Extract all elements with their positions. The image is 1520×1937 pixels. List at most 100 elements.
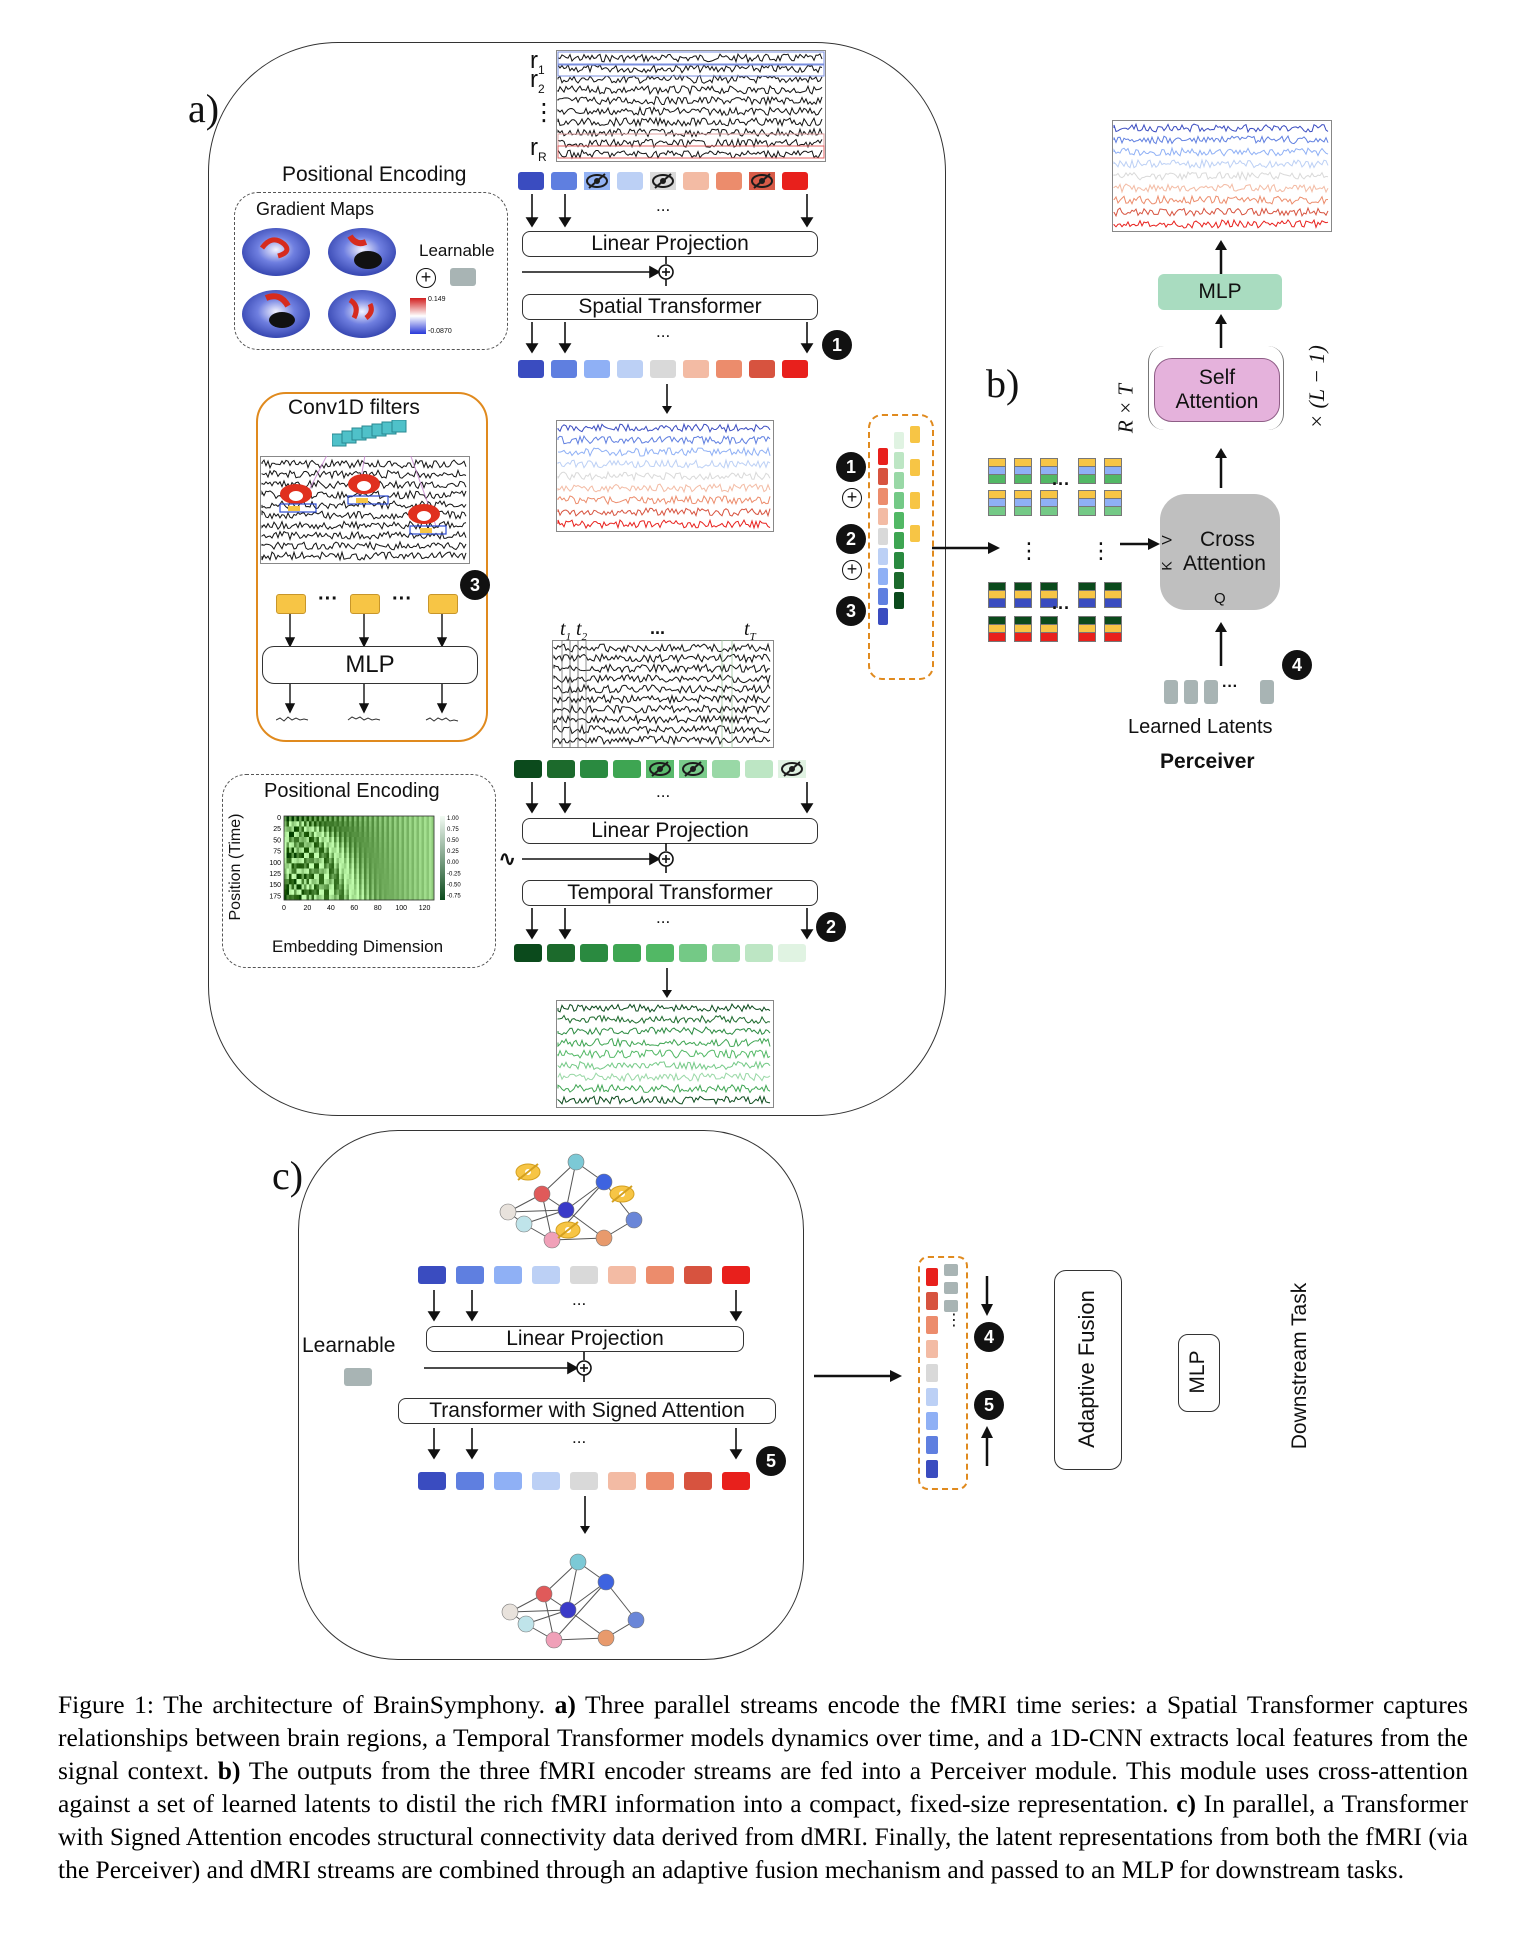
fusion-stack-frame bbox=[918, 1256, 968, 1490]
heatmap-ytick: 100 bbox=[269, 860, 281, 867]
learned-latents-label: Learned Latents bbox=[1128, 716, 1273, 738]
signal-trace bbox=[553, 673, 771, 685]
brain-graph-output bbox=[501, 1553, 645, 1649]
graph-node bbox=[625, 1211, 643, 1229]
spatial-token bbox=[650, 172, 676, 190]
self-attn-up-arrow bbox=[1215, 448, 1227, 488]
heatmap-xtick: 100 bbox=[395, 905, 407, 912]
signal-trace bbox=[557, 494, 771, 506]
latent-dots: ··· bbox=[1222, 678, 1238, 695]
temporal-arrows-in bbox=[525, 782, 814, 814]
dmri-token bbox=[646, 1472, 674, 1490]
temporal-token bbox=[745, 760, 773, 778]
perceiver-grid-token bbox=[1078, 632, 1096, 642]
heatmap-ytick: 150 bbox=[269, 882, 281, 889]
signal-trace bbox=[557, 84, 823, 96]
caption-a-label: a) bbox=[554, 1690, 576, 1719]
spatial-token bbox=[584, 172, 610, 190]
signal-trace bbox=[557, 1083, 771, 1094]
signal-trace bbox=[557, 470, 771, 482]
conv1d-frame bbox=[256, 392, 488, 742]
concat-temporal-token bbox=[894, 552, 904, 569]
conv-yellow-token-1 bbox=[276, 594, 306, 614]
perceiver-grid-token bbox=[1014, 632, 1032, 642]
dmri-arrows-out bbox=[427, 1428, 743, 1460]
signal-trace bbox=[1113, 218, 1329, 229]
temporal-token bbox=[745, 944, 773, 962]
signal-trace bbox=[557, 1003, 771, 1014]
adaptive-fusion-label: Adaptive Fusion bbox=[1074, 1290, 1099, 1448]
signal-trace bbox=[557, 137, 823, 149]
graph-node bbox=[559, 1601, 577, 1619]
perceiver-grid-token bbox=[1040, 598, 1058, 608]
gradient-maps-box bbox=[234, 192, 508, 350]
perceiver-grid-token bbox=[1078, 598, 1096, 608]
heatmap-xtick: 20 bbox=[304, 905, 312, 912]
dmri-token bbox=[494, 1266, 522, 1284]
temporal-token bbox=[580, 944, 608, 962]
brain-gradient-icon bbox=[242, 228, 396, 338]
concat-temporal-token bbox=[894, 572, 904, 589]
graph-node bbox=[569, 1553, 587, 1571]
dmri-linear-projection: Linear Projection bbox=[426, 1326, 744, 1352]
dmri-token bbox=[684, 1266, 712, 1284]
perceiver-grid-token bbox=[1014, 598, 1032, 608]
dmri-down-arrow bbox=[580, 1496, 590, 1534]
badge-1-spatial: 1 bbox=[822, 330, 852, 360]
temporal-token bbox=[547, 760, 575, 778]
signal-trace bbox=[553, 714, 771, 725]
spatial-pos-encoding-title: Positional Encoding bbox=[282, 163, 467, 186]
dmri-token bbox=[570, 1472, 598, 1490]
colorbar-tick: 0.75 bbox=[447, 827, 459, 833]
spatial-ellipsis-1: ... bbox=[656, 196, 671, 215]
sinusoid-symbol: ∿ bbox=[498, 846, 517, 871]
temporal-transformer: Temporal Transformer bbox=[522, 880, 818, 906]
colorbar-tick: 0.25 bbox=[447, 849, 459, 855]
learnable-token bbox=[450, 268, 476, 286]
conv-filters-icon bbox=[332, 420, 407, 447]
colorbar-tick: -0.25 bbox=[447, 871, 461, 877]
spatial-token bbox=[617, 172, 643, 190]
signal-trace bbox=[557, 483, 771, 494]
dmri-token bbox=[722, 1472, 750, 1490]
spatial-token bbox=[518, 360, 544, 378]
graph-node bbox=[627, 1611, 645, 1629]
mlp-up-arrow bbox=[1215, 314, 1227, 348]
concat-spatial-token bbox=[878, 508, 888, 525]
output-up-arrow bbox=[1215, 240, 1227, 274]
signal-trace bbox=[557, 116, 823, 128]
signal-trace bbox=[557, 518, 771, 530]
gradient-maps-title: Gradient Maps bbox=[256, 199, 375, 219]
grid-dots-bottom: ··· bbox=[1052, 598, 1070, 618]
graph-node bbox=[515, 1215, 533, 1233]
signal-trace bbox=[557, 1072, 771, 1083]
latent-token bbox=[1164, 680, 1178, 704]
temporal-output-plot bbox=[556, 1000, 774, 1108]
badge-3-concat: 3 bbox=[836, 596, 866, 626]
gradient-colorbar bbox=[410, 298, 426, 334]
fusion-latent-token bbox=[944, 1264, 958, 1276]
self-attention-line-2: Attention bbox=[1175, 390, 1259, 413]
caption-b-label: b) bbox=[217, 1756, 241, 1785]
concat-temporal-token bbox=[894, 512, 904, 529]
conv-dots-1: ··· bbox=[318, 588, 338, 610]
graph-node bbox=[499, 1203, 517, 1221]
self-attention-line-1: Self bbox=[1198, 366, 1236, 389]
temporal-input-token-row bbox=[514, 760, 824, 778]
temporal-token bbox=[778, 760, 806, 778]
grid-vdots-left: ⋮ bbox=[1018, 538, 1040, 563]
heatmap-xtick: 40 bbox=[327, 905, 335, 912]
dmri-token bbox=[684, 1472, 712, 1490]
fusion-dmri-token bbox=[926, 1364, 938, 1382]
conv-output-arrows bbox=[276, 684, 459, 722]
heatmap-xtick: 60 bbox=[350, 905, 358, 912]
brain-graph-input bbox=[499, 1153, 643, 1249]
spatial-signals-plot bbox=[556, 50, 826, 162]
signal-trace bbox=[557, 105, 823, 117]
temporal-token bbox=[514, 944, 542, 962]
temporal-linear-projection: Linear Projection bbox=[522, 818, 818, 844]
spatial-token bbox=[749, 360, 775, 378]
signed-attention-transformer: Transformer with Signed Attention bbox=[398, 1398, 776, 1424]
graph-node bbox=[597, 1573, 615, 1591]
